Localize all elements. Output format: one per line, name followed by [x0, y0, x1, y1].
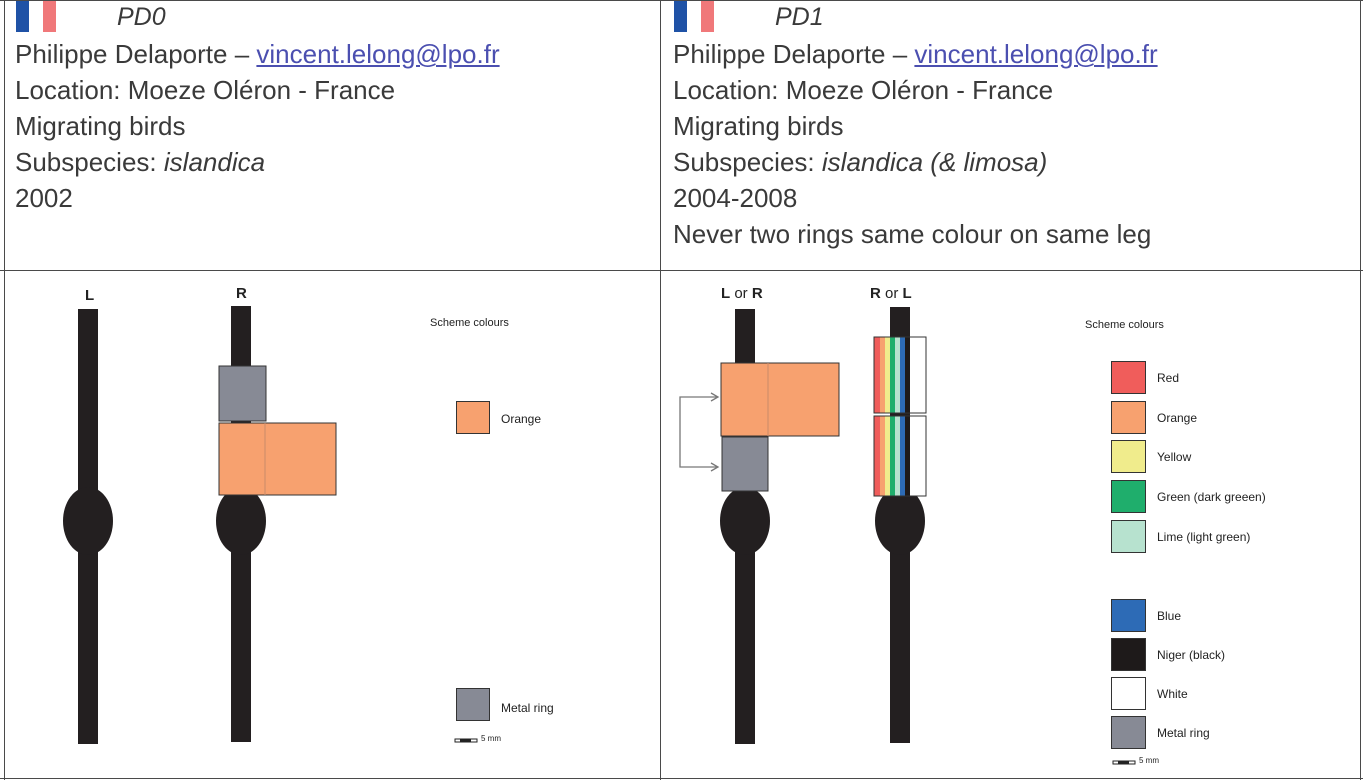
years-line: 2004-2008 — [673, 183, 798, 213]
legend-swatch-metal — [1111, 716, 1146, 749]
metal-ring — [218, 365, 267, 422]
right-leg-label: R — [236, 285, 247, 302]
legend-swatch-white — [1111, 677, 1146, 710]
table-border-middle — [0, 270, 1363, 271]
ring-diagram-pd0: L R Scheme colours Orange Metal ring 5 m… — [5, 271, 659, 777]
years-line: 2002 — [15, 183, 73, 213]
ring-diagram-pd1: L or R R or L — [661, 271, 1359, 777]
legend-swatch-yellow — [1111, 440, 1146, 473]
legend-label-red: Red — [1157, 371, 1180, 385]
metal-ring — [721, 436, 769, 492]
legend-label-metal: Metal ring — [1157, 726, 1210, 740]
legend-label-green: Green (dark greeen) — [1157, 490, 1266, 504]
note-line: Never two rings same colour on same leg — [673, 219, 1152, 249]
email-link[interactable]: vincent.lelong@lpo.fr — [914, 39, 1158, 69]
contact-name: Philippe Delaporte — [15, 39, 228, 69]
scale-label: 5 mm — [481, 734, 501, 743]
legend-swatch-orange — [1111, 401, 1146, 434]
birds-line: Migrating birds — [673, 111, 844, 141]
legs-drawing — [63, 306, 478, 744]
table-border-top — [0, 0, 1363, 1]
contact-line: Philippe Delaporte – vincent.lelong@lpo.… — [15, 39, 500, 70]
subspecies-line: Subspecies: islandica — [15, 147, 265, 178]
scale-bar — [454, 738, 478, 743]
left-leg-label: L — [85, 287, 95, 304]
separator: – — [892, 39, 908, 69]
legend-label-yellow: Yellow — [1157, 450, 1192, 464]
legend-swatch-lime — [1111, 520, 1146, 553]
legend-label-orange: Orange — [501, 412, 542, 426]
legend-title: Scheme colours — [1085, 319, 1164, 331]
colour-ring-lower — [873, 415, 927, 497]
right-leg-label: R or L — [870, 285, 912, 302]
location-line: Location: Moeze Oléron - France — [15, 75, 396, 105]
email-link[interactable]: vincent.lelong@lpo.fr — [256, 39, 500, 69]
table-border-left — [4, 0, 5, 780]
contact-name: Philippe Delaporte — [673, 39, 886, 69]
legend-label-blue: Blue — [1157, 609, 1182, 623]
legend-swatch-orange — [456, 401, 490, 434]
france-flag-icon — [674, 1, 714, 32]
legend-swatch-black — [1111, 638, 1146, 671]
legend-label-black: Niger (black) — [1157, 648, 1226, 662]
france-flag-icon — [16, 1, 56, 32]
legend-label-white: White — [1157, 687, 1188, 701]
panel-info-pd0: PD0 Philippe Delaporte – vincent.lelong@… — [5, 1, 659, 269]
legend-label-metal: Metal ring — [501, 701, 554, 715]
legend-swatch-metal — [456, 688, 490, 721]
scheme-code: PD1 — [775, 3, 824, 31]
orange-flag-ring — [720, 362, 840, 437]
birds-line: Migrating birds — [15, 111, 186, 141]
scale-bar — [1112, 760, 1136, 765]
subspecies-line: Subspecies: islandica (& limosa) — [673, 147, 1047, 178]
legend-label-lime: Lime (light green) — [1157, 530, 1251, 544]
legend-swatch-green — [1111, 480, 1146, 513]
subspecies-label: Subspecies: — [15, 147, 157, 177]
scale-label: 5 mm — [1139, 756, 1159, 765]
legend-swatch-red — [1111, 361, 1146, 394]
subspecies-value: islandica (& limosa) — [821, 147, 1048, 177]
legend-swatch-blue — [1111, 599, 1146, 632]
left-leg-label: L or R — [721, 285, 763, 302]
table-border-bottom — [0, 778, 1363, 779]
subspecies-label: Subspecies: — [673, 147, 815, 177]
subspecies-value: islandica — [163, 147, 266, 177]
orange-flag-ring — [218, 422, 337, 496]
swap-arrow-icon — [679, 392, 720, 472]
scheme-code: PD0 — [117, 3, 166, 31]
legs-drawing — [679, 307, 1136, 765]
separator: – — [234, 39, 250, 69]
legend-label-orange: Orange — [1157, 411, 1198, 425]
legend-title: Scheme colours — [430, 317, 509, 329]
colour-ring-upper — [873, 336, 927, 414]
left-leg — [63, 309, 113, 744]
location-line: Location: Moeze Oléron - France — [673, 75, 1054, 105]
contact-line: Philippe Delaporte – vincent.lelong@lpo.… — [673, 39, 1158, 70]
table-border-right — [1360, 0, 1361, 780]
panel-info-pd1: PD1 Philippe Delaporte – vincent.lelong@… — [661, 1, 1359, 269]
table-border-center — [660, 0, 661, 780]
